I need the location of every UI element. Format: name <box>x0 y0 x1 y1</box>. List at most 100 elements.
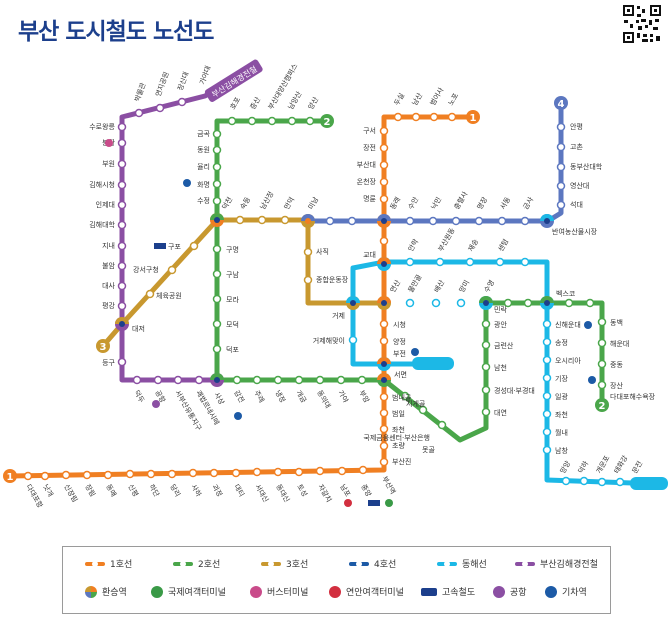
map-poi-icons[interactable] <box>105 139 596 507</box>
station-label: 사직 <box>316 247 329 256</box>
station-label: 송정 <box>555 338 568 347</box>
station-label: 명장 <box>475 195 490 211</box>
station-label: 남산정 <box>258 190 275 211</box>
station-label: 벡스코 <box>556 289 576 298</box>
station-label: 호포 <box>229 95 243 111</box>
legend-bus-terminal: 버스터미널 <box>250 585 308 598</box>
line-number-badges: 1 1 2 2 3 4 <box>3 96 609 483</box>
station-label: 물만골 <box>406 272 424 294</box>
station-label: 종합운동장 <box>316 275 349 284</box>
station-label: 중동 <box>610 361 623 369</box>
station-label: 오시리아 <box>555 356 581 365</box>
station-label: 부원 <box>102 159 115 168</box>
subway-network-diagram: 1 1 2 2 3 4 <box>3 59 668 510</box>
station-label: 낫개 <box>41 483 55 499</box>
station-label: 연산 <box>388 278 403 294</box>
legend-ktx: 고속철도 <box>421 585 475 598</box>
legend-airport: 공항 <box>493 585 527 598</box>
station-label: 안락 <box>406 237 421 253</box>
ktx-icon <box>421 587 437 596</box>
station-label: 대저 <box>132 324 145 333</box>
line1-badge: 1 <box>470 113 477 124</box>
station-label: 금사 <box>521 195 536 211</box>
station-label: 미남 <box>306 195 321 211</box>
station-label: 구명 <box>226 245 239 254</box>
line2-badge-east: 2 <box>599 401 606 412</box>
line2-route <box>214 118 605 443</box>
station-label: 등구 <box>102 359 115 367</box>
station-label: 동부산대학 <box>570 162 603 171</box>
donghae-tag-west <box>412 357 454 370</box>
station-label: 대사 <box>102 281 115 290</box>
station-label: 당리 <box>168 483 182 499</box>
station-label: 태화강 <box>612 453 630 475</box>
station-label: 노포 <box>447 91 461 107</box>
station-label: 평강 <box>102 301 115 310</box>
legend-coastal-ferry: 연안여객터미널 <box>329 585 404 598</box>
station-label: 부전 <box>393 349 406 358</box>
station-label: 낙민 <box>429 195 443 211</box>
station-label: 못골 <box>422 446 435 454</box>
train-station-icon <box>183 179 191 187</box>
station-label: 부암 <box>357 389 371 405</box>
station-label: 좌천 <box>555 410 568 419</box>
station-label: 석대 <box>570 200 583 209</box>
line3-badge: 3 <box>100 342 107 353</box>
station-label: 구남 <box>226 270 239 279</box>
station-label: 사하 <box>189 483 204 499</box>
station-label: 강서구청 <box>133 265 159 274</box>
legend-line3: 3호선 <box>261 557 308 570</box>
station-label: 망미 <box>457 278 471 294</box>
station-label: 김해대학 <box>89 220 115 229</box>
airport-icon <box>105 139 113 147</box>
station-label: 온천장 <box>357 177 377 186</box>
station-label: 수안 <box>406 195 421 211</box>
station-label: 수로왕릉 <box>89 122 115 131</box>
ktx-icon <box>154 243 166 249</box>
station-label: 동백 <box>610 318 623 327</box>
station-label: 증산 <box>248 95 263 111</box>
station-label: 숙등 <box>239 195 253 211</box>
station-label: 중앙 <box>359 483 373 499</box>
train-station-icon <box>545 585 557 598</box>
station-label: 신해운대 <box>555 320 581 329</box>
station-label: 괴정 <box>210 483 224 499</box>
station-label: 부산대 <box>357 160 376 169</box>
station-label: 서면 <box>394 370 407 379</box>
station-label: 동원 <box>197 145 210 154</box>
page-title: 부산 도시철도 노선도 <box>18 19 214 45</box>
station-label: 일광 <box>555 392 568 401</box>
donghae-route <box>350 259 664 487</box>
station-label: 박물관 <box>132 81 147 103</box>
train-station-icon <box>234 412 242 420</box>
station-label: 구서 <box>363 126 376 135</box>
line2-badge: 2 <box>324 117 331 128</box>
line1-badge-south: 1 <box>7 472 14 483</box>
station-label: 민락 <box>494 305 507 314</box>
station-label: 지내 <box>102 241 115 250</box>
ferry-terminal-icon <box>385 499 393 507</box>
station-label: 장림 <box>83 483 97 499</box>
station-label: 하단 <box>147 483 162 499</box>
ferry-terminal-icon <box>151 585 163 598</box>
station-label: 감전 <box>232 389 246 405</box>
station-label: 남천 <box>494 363 507 372</box>
station-label: 수정 <box>197 196 210 205</box>
station-label: 토성 <box>295 483 309 499</box>
station-label: 금련산 <box>494 341 514 350</box>
transfer-icon <box>85 585 97 598</box>
qr-code-icon[interactable] <box>622 4 662 44</box>
station-label: 화명 <box>197 180 210 189</box>
station-label: 개금 <box>294 389 309 405</box>
station-label: 망양 <box>558 459 573 475</box>
station-label: 자갈치 <box>316 483 333 504</box>
station-label: 배산 <box>432 278 447 294</box>
transfer-stations[interactable] <box>115 213 554 387</box>
station-label: 동의대 <box>315 389 332 410</box>
station-label: 센텀 <box>496 237 510 253</box>
station-label: 재송 <box>467 237 481 253</box>
station-label: 사상 <box>212 391 227 407</box>
train-station-icon <box>411 348 419 356</box>
train-station-icon <box>584 321 592 329</box>
station-label: 고촌 <box>570 142 583 151</box>
